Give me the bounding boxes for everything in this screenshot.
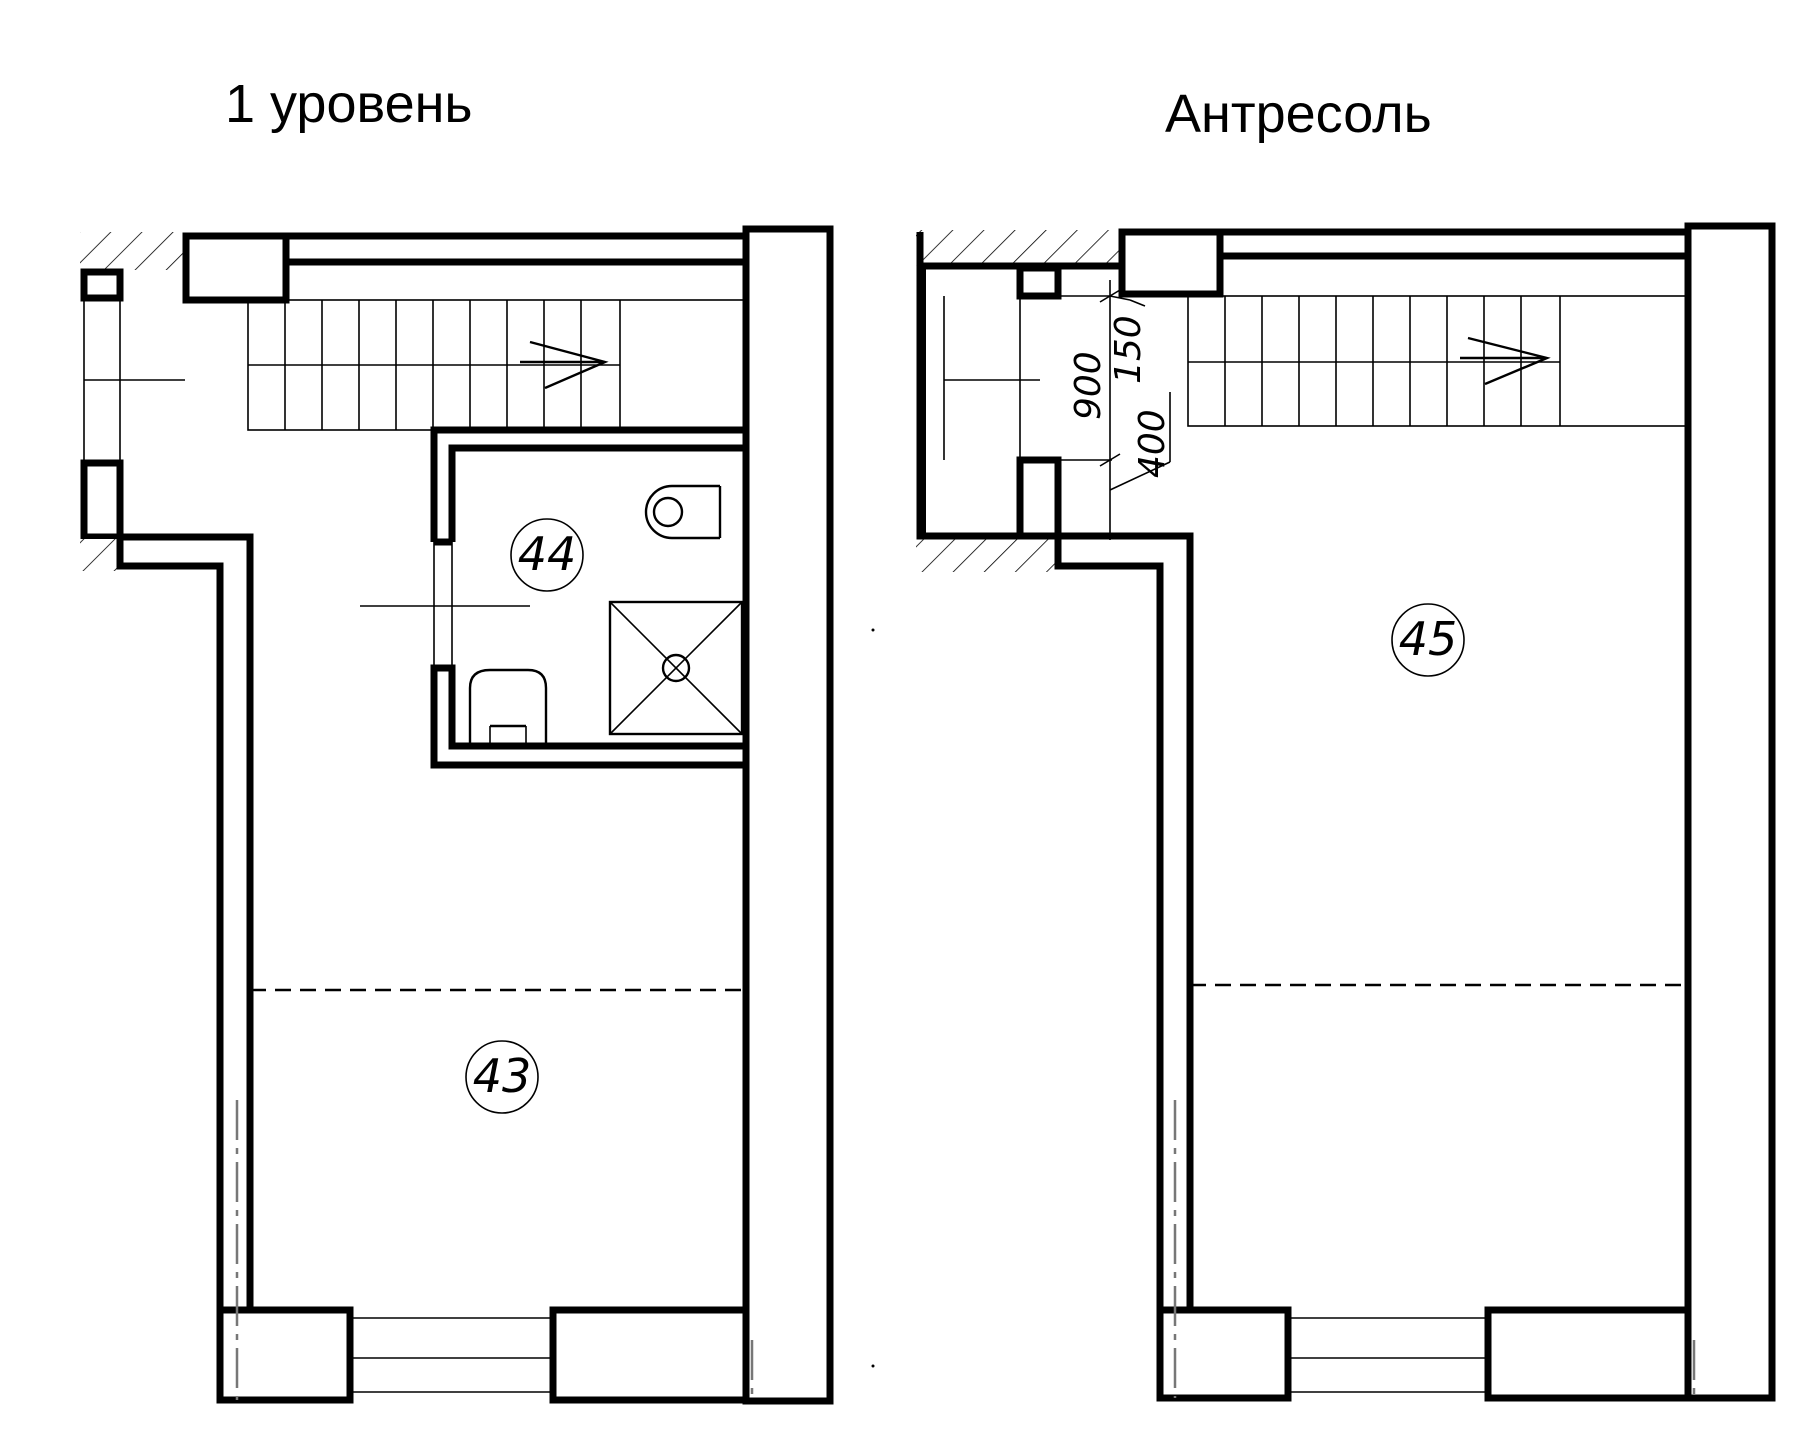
toilet-icon	[468, 668, 548, 744]
level1-right-wall	[742, 225, 834, 1405]
level1-top-partition	[282, 232, 750, 266]
mezzanine-bottom-wall-left	[1156, 1306, 1292, 1402]
room-45-tag: 45	[1391, 603, 1465, 677]
room-43-label: 43	[473, 1049, 532, 1103]
mezzanine-pier	[1016, 456, 1062, 540]
level1-left-pier	[80, 459, 124, 541]
level1-bathroom-walls	[430, 426, 746, 546]
stair-direction-arrow-icon	[1460, 336, 1551, 386]
mezzanine-lower-left-wall	[916, 538, 1058, 572]
mezzanine-bottom-wall-right	[1484, 1306, 1692, 1402]
shower-tray-icon	[608, 600, 744, 736]
room-44-label: 44	[518, 527, 577, 581]
level1-column-top	[182, 232, 290, 304]
room-43-tag: 43	[465, 1040, 539, 1114]
room-45-label: 45	[1399, 612, 1458, 666]
mezzanine-right-wall	[1684, 222, 1776, 1402]
mezzanine-stairs	[1187, 295, 1689, 427]
mezzanine-left-wall	[916, 232, 1194, 1314]
level1-stairs	[247, 299, 747, 431]
mezzanine-column-top	[1118, 228, 1224, 298]
level1-left-wall	[116, 533, 254, 1314]
mezzanine-stub	[1016, 264, 1062, 300]
mezzanine-top-wall-left	[916, 230, 1122, 266]
level1-left-stub	[80, 268, 124, 302]
dim-400-label: 400	[1132, 409, 1173, 478]
level1-title: 1 уровень	[225, 74, 473, 134]
level1-bottom-wall-left	[216, 1306, 354, 1404]
mezzanine-title: Антресоль	[1165, 84, 1432, 144]
dim-900-label: 900	[1068, 351, 1109, 420]
dim-150-label: 150	[1108, 315, 1149, 384]
stair-direction-arrow-icon	[520, 340, 609, 390]
level1-plan: 44 43	[80, 225, 834, 1405]
mezzanine-plan: 900 150 400 45	[871, 222, 1776, 1402]
mezzanine-top-partition	[1216, 228, 1692, 260]
level1-lower-left-wall	[80, 539, 120, 571]
level1-top-wall-left	[80, 232, 186, 270]
mezzanine-dimensions: 900 150 400	[1058, 280, 1173, 540]
room-44-tag: 44	[510, 518, 584, 592]
level1-bottom-wall-right	[549, 1306, 750, 1404]
washbasin-icon	[644, 484, 722, 540]
